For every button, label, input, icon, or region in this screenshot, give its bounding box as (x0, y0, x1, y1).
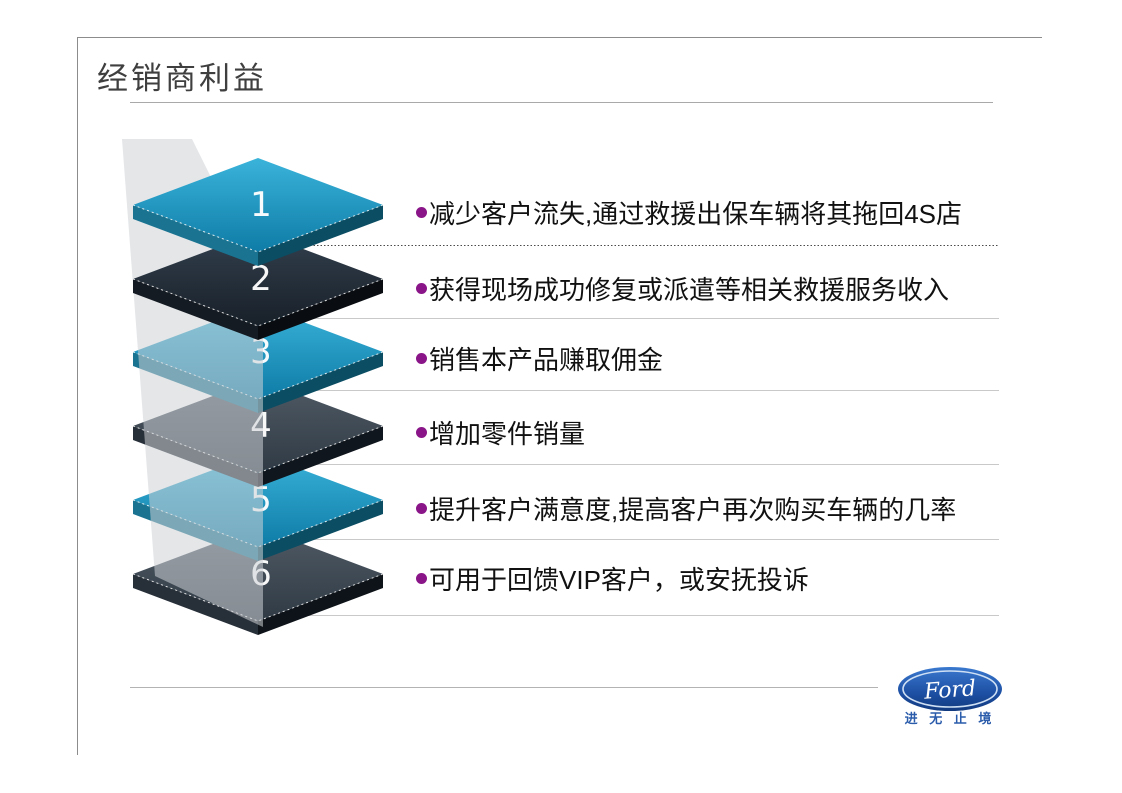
plate-2-number: 2 (250, 259, 272, 299)
slide-frame-top-line (77, 37, 1042, 38)
list-item-3: 销售本产品赚取佣金 (416, 341, 663, 375)
title-underline (130, 102, 993, 103)
separator-line-5 (303, 539, 999, 540)
separator-line-2 (303, 318, 999, 319)
ford-logo-icon: Ford (898, 667, 1002, 711)
bullet-icon (416, 426, 427, 438)
bullet-icon (416, 502, 427, 514)
page-title: 经销商利益 (97, 61, 267, 96)
bullet-icon (416, 282, 427, 294)
ford-slogan: 进 无 止 境 (904, 711, 996, 726)
bullet-icon (416, 352, 427, 364)
layer-stack-graphic: 6 5 4 3 (122, 139, 384, 635)
list-item-text: 销售本产品赚取佣金 (429, 344, 664, 375)
plate-2: 2 (132, 232, 384, 340)
list-item-text: 获得现场成功修复或派遣等相关救援服务收入 (429, 274, 950, 305)
ford-logo-script: Ford (922, 676, 977, 705)
plate-1: 1 (132, 158, 384, 266)
bullet-icon (416, 572, 427, 584)
plate-1-number: 1 (250, 185, 272, 225)
list-item-2: 获得现场成功修复或派遣等相关救援服务收入 (416, 271, 949, 305)
footer-divider (130, 687, 878, 688)
list-item-6: 可用于回馈VIP客户，或安抚投诉 (416, 561, 809, 595)
list-item-4: 增加零件销量 (416, 415, 585, 449)
list-item-1: 减少客户流失,通过救援出保车辆将其拖回4S店 (416, 195, 962, 229)
list-item-5: 提升客户满意度,提高客户再次购买车辆的几率 (416, 491, 956, 525)
separator-line-6 (303, 615, 999, 616)
list-item-text: 提升客户满意度,提高客户再次购买车辆的几率 (429, 494, 957, 525)
separator-line-4 (303, 464, 999, 465)
list-item-text: 减少客户流失,通过救援出保车辆将其拖回4S店 (429, 198, 963, 229)
list-item-text: 可用于回馈VIP客户，或安抚投诉 (429, 564, 809, 595)
separator-line-3 (303, 390, 999, 391)
slide-frame-left-line (77, 37, 78, 755)
list-item-text: 增加零件销量 (429, 418, 586, 449)
bullet-icon (416, 206, 427, 218)
separator-line-1 (303, 245, 999, 246)
